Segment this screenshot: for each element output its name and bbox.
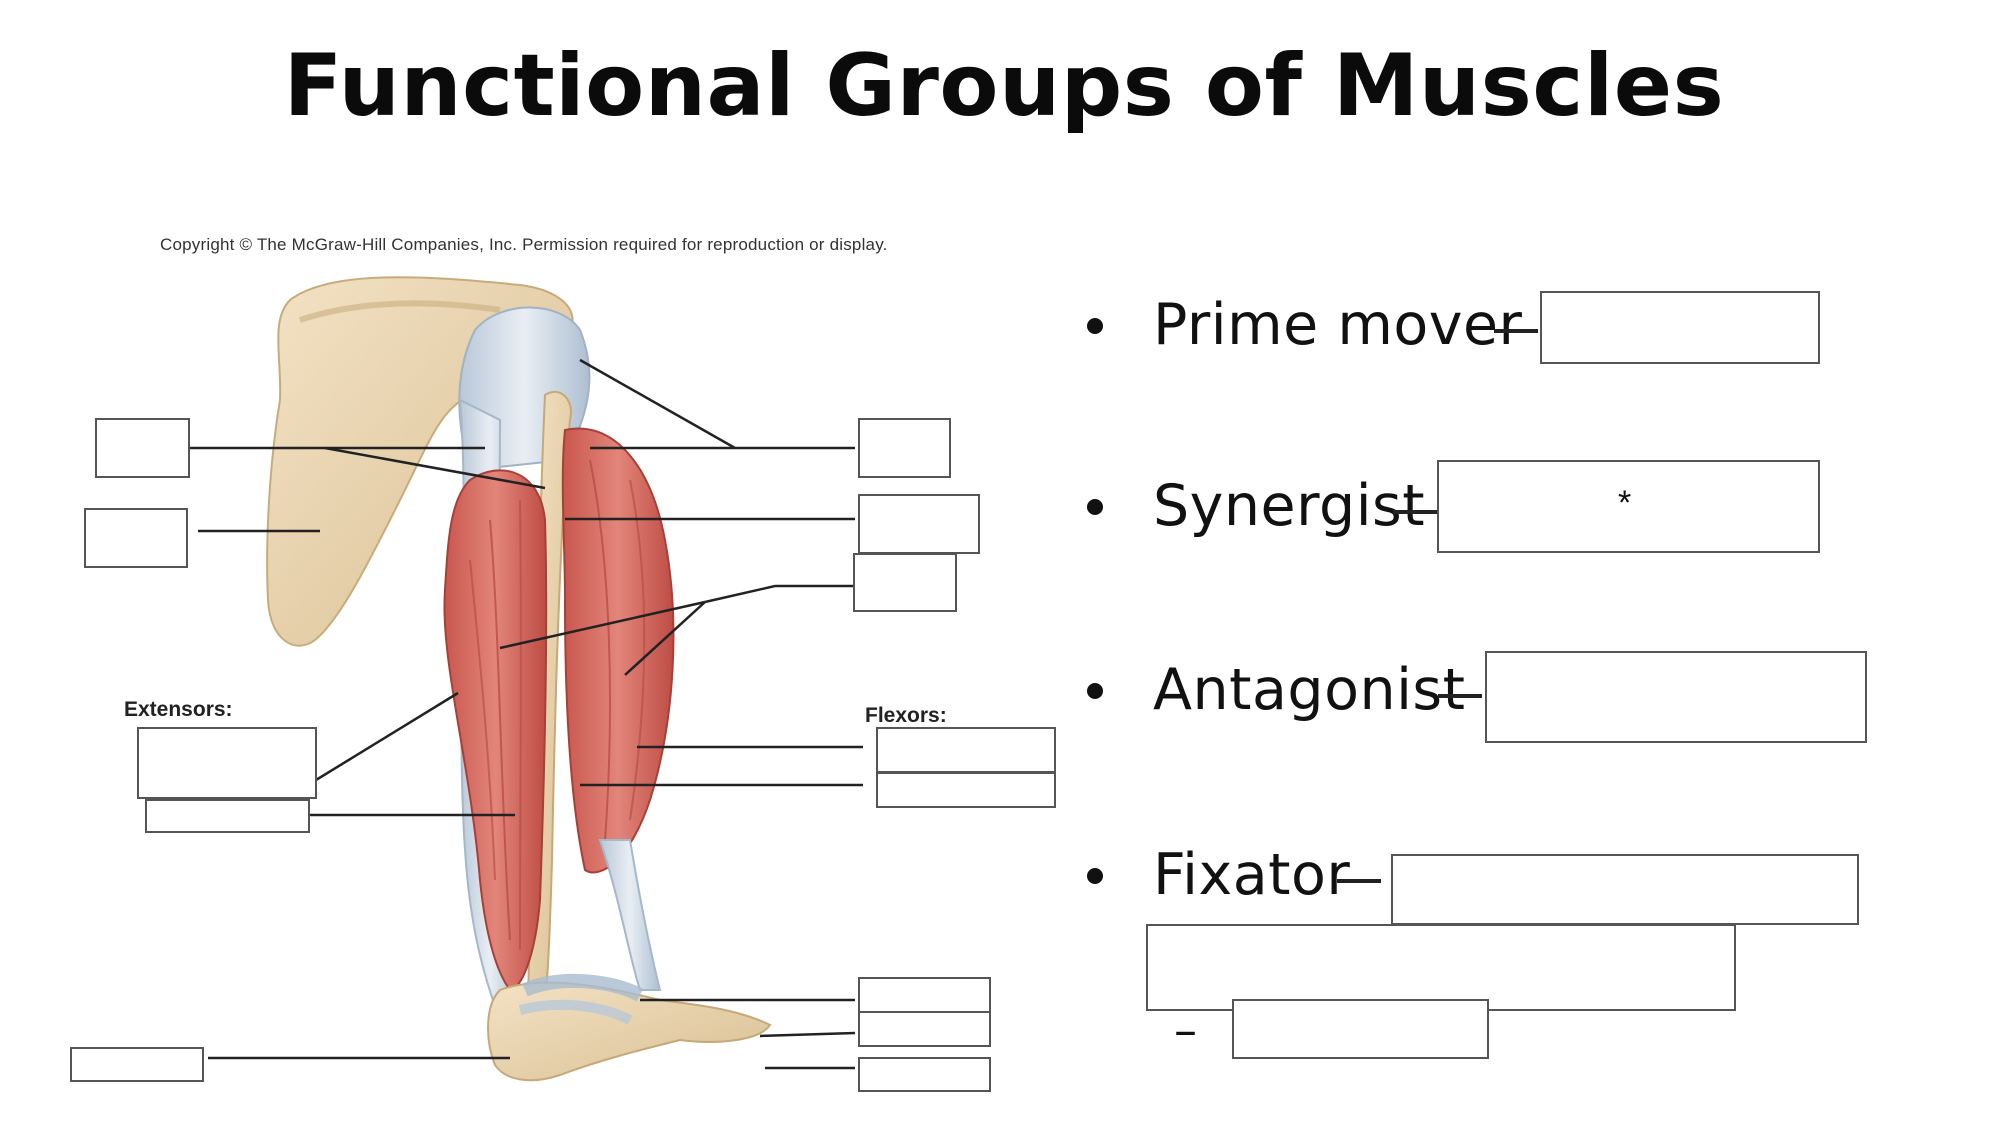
page-title: Functional Groups of Muscles <box>283 36 1725 136</box>
copyright-notice: Copyright © The McGraw-Hill Companies, I… <box>160 235 888 254</box>
prime-mover-answer-box[interactable] <box>1540 291 1820 364</box>
label-box-right-2[interactable] <box>858 494 980 554</box>
extensor-box-2[interactable] <box>145 799 310 833</box>
arm-muscle-illustration <box>190 276 863 1082</box>
antagonist-answer-box[interactable] <box>1485 651 1867 743</box>
asterisk-mark: * <box>1618 484 1632 522</box>
bullet-icon <box>1087 318 1103 334</box>
label-box-bottom-right-2[interactable] <box>858 1011 991 1047</box>
label-box-right-1[interactable] <box>858 418 951 478</box>
bullet-icon <box>1087 683 1103 699</box>
label-box-right-3[interactable] <box>853 553 957 612</box>
term-prime-mover: Prime mover <box>1153 292 1523 358</box>
fixator-extra-dash: – <box>1174 1003 1198 1057</box>
flexor-box-1[interactable] <box>876 727 1056 773</box>
extensor-box-1[interactable] <box>137 727 317 799</box>
label-box-bottom-right-1[interactable] <box>858 977 991 1013</box>
fixator-answer-box[interactable] <box>1391 854 1859 925</box>
flexor-muscle <box>561 427 675 874</box>
bullet-icon <box>1087 868 1103 884</box>
term-fixator: Fixator <box>1153 842 1351 908</box>
dash <box>1438 694 1482 698</box>
fixator-detail-box[interactable] <box>1146 924 1736 1011</box>
extensors-label: Extensors: <box>124 698 233 721</box>
dash <box>1393 510 1437 514</box>
flexors-label: Flexors: <box>865 704 947 727</box>
bullet-icon <box>1087 499 1103 515</box>
label-box-left-1[interactable] <box>95 418 190 478</box>
dash <box>1494 329 1538 333</box>
synergist-answer-box[interactable] <box>1437 460 1820 553</box>
term-synergist: Synergist <box>1153 473 1426 539</box>
flexor-box-2[interactable] <box>876 772 1056 808</box>
extensor-muscle <box>443 469 548 992</box>
label-box-left-2[interactable] <box>84 508 188 568</box>
fixator-extra-box[interactable] <box>1232 999 1489 1059</box>
label-box-bottom-left[interactable] <box>70 1047 204 1082</box>
dash <box>1337 879 1381 883</box>
term-antagonist: Antagonist <box>1153 657 1466 723</box>
label-box-bottom-right-3[interactable] <box>858 1057 991 1092</box>
